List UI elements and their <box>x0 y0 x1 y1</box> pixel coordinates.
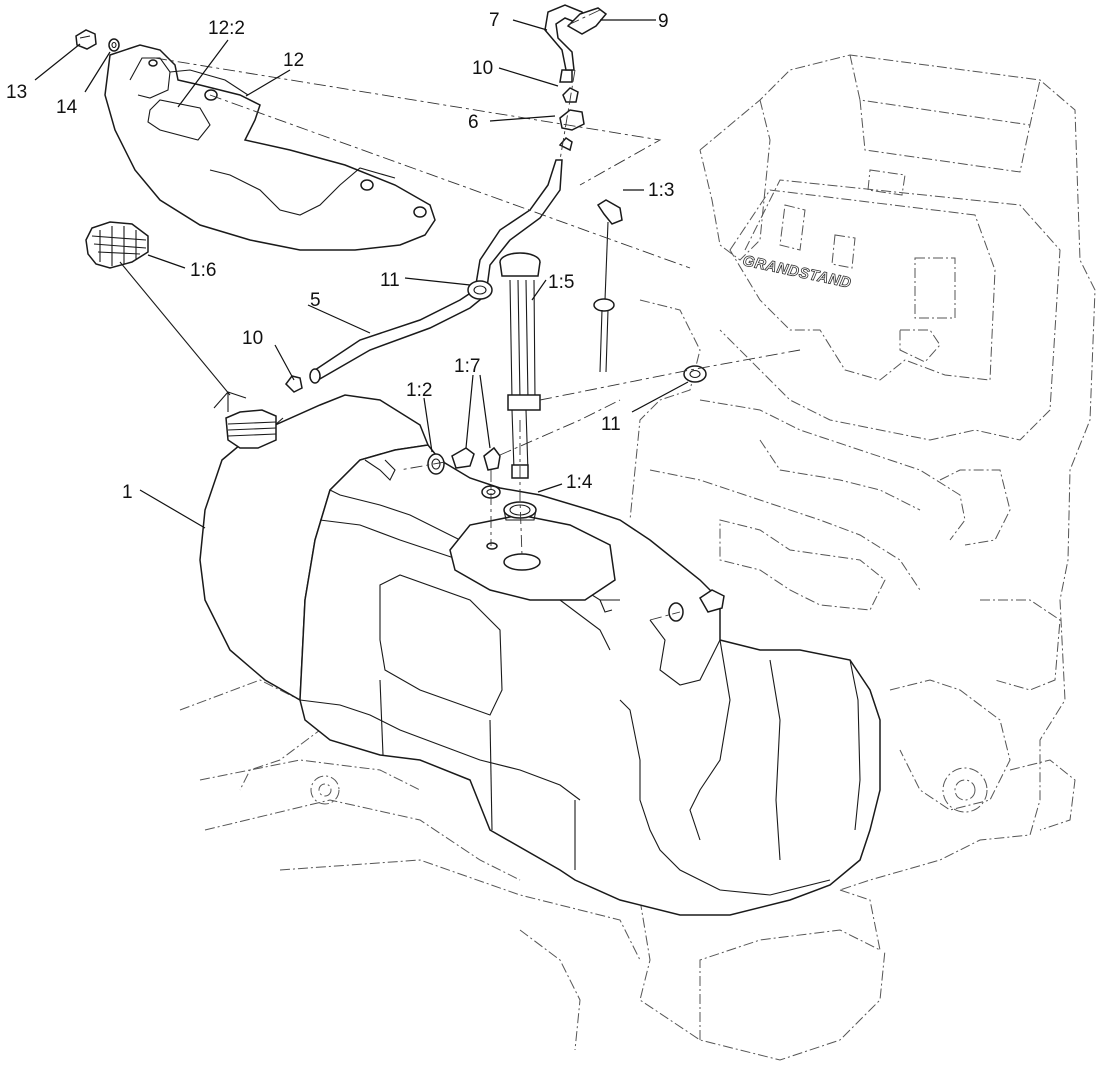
grommet-11-hose <box>467 280 493 300</box>
callout-7: 7 <box>489 10 500 31</box>
callout-11a: 11 <box>380 270 400 291</box>
fuel-tank <box>199 394 881 916</box>
callout-12-2: 12:2 <box>208 18 245 39</box>
machine-frame-ghost <box>179 54 1096 1061</box>
callout-1-5: 1:5 <box>548 272 574 293</box>
vent-assembly <box>544 4 608 152</box>
callout-5: 5 <box>310 290 321 311</box>
callout-12: 12 <box>283 50 304 71</box>
fuel-cap <box>85 221 247 412</box>
callout-14: 14 <box>56 97 78 118</box>
heat-shield-label-plate <box>147 99 211 141</box>
callout-1: 1 <box>122 482 133 503</box>
assembly-centerlines <box>154 9 801 621</box>
callout-1-4: 1:4 <box>566 472 593 493</box>
heat-shield <box>104 44 436 251</box>
callout-labels: 13 14 12:2 12 1 1:6 5 10 11 7 9 10 6 1:3… <box>6 10 674 503</box>
side-fittings <box>668 589 725 622</box>
bolt-13 <box>75 29 97 50</box>
callout-6: 6 <box>468 112 479 133</box>
elbow-fitting-1-7a <box>451 447 475 469</box>
washer-14 <box>108 38 120 52</box>
fuel-hose-5 <box>309 159 563 384</box>
callout-9: 9 <box>658 11 669 32</box>
elbow-fitting-1-7b <box>483 446 501 471</box>
callout-1-3: 1:3 <box>648 180 674 201</box>
vent-fitting-1-3 <box>593 199 623 373</box>
callout-10a: 10 <box>472 58 493 79</box>
callout-1-2: 1:2 <box>406 380 432 401</box>
callout-1-6: 1:6 <box>190 260 216 281</box>
brand-logo: GRANDSTAND <box>741 252 853 292</box>
grommet-11-frame <box>683 365 707 383</box>
callout-1-7: 1:7 <box>454 356 480 377</box>
leader-lines <box>34 19 689 529</box>
callout-11b: 11 <box>601 414 621 435</box>
callout-13: 13 <box>6 82 27 103</box>
hose-clamp-10-lower <box>285 375 303 393</box>
callout-10b: 10 <box>242 328 263 349</box>
grommet-1-4 <box>503 501 537 521</box>
